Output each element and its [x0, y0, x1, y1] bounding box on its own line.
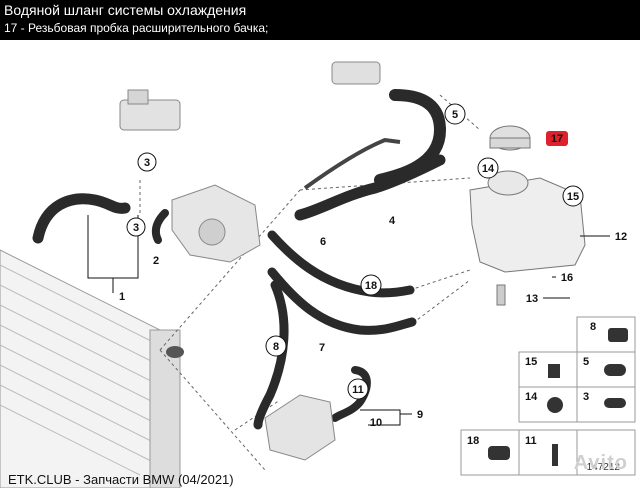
label-4: 4 — [389, 215, 396, 227]
legend-15: 15 — [525, 356, 537, 368]
hose-8 — [253, 280, 289, 430]
label-10: 10 — [370, 417, 382, 429]
hose-2 — [151, 209, 169, 244]
thermostat-housing — [119, 89, 181, 131]
bracket-9-10 — [360, 409, 412, 426]
label-16: 16 — [561, 272, 573, 284]
footer-credit: ETK.CLUB - Запчасти BMW (04/2021) — [8, 472, 234, 487]
callout-3b: 3 — [133, 222, 139, 234]
legend-icons — [488, 328, 628, 466]
legend-3: 3 — [583, 391, 589, 403]
diagram-number: 147212 — [587, 462, 621, 473]
callout-11: 11 — [352, 384, 364, 396]
hose-4-thin — [303, 137, 401, 190]
label-6: 6 — [320, 236, 326, 248]
bottom-housing — [264, 394, 336, 461]
page-subtitle: 17 - Резьбовая пробка расширительного ба… — [4, 21, 269, 35]
cap-17 — [489, 125, 531, 151]
callout-3a: 3 — [144, 157, 150, 169]
hose-11 — [331, 366, 371, 422]
legend-8: 8 — [590, 321, 596, 333]
callout-17: 17 — [551, 133, 563, 145]
hose-7 — [267, 267, 417, 335]
label-1: 1 — [119, 291, 125, 303]
label-12: 12 — [615, 231, 627, 243]
callout-18: 18 — [365, 280, 377, 292]
radiator — [0, 249, 184, 488]
label-7: 7 — [319, 342, 325, 354]
callouts: 3 3 5 14 15 18 8 11 17 — [126, 103, 584, 400]
connector-5-top — [331, 61, 381, 85]
hose-6 — [267, 230, 415, 298]
bracket-1 — [87, 215, 139, 293]
label-13: 13 — [526, 293, 538, 305]
label-2: 2 — [153, 255, 159, 267]
bracket-12-13 — [543, 235, 610, 299]
header-bar: Водяной шланг системы охлаждения 17 - Ре… — [0, 0, 640, 40]
callout-14: 14 — [482, 163, 495, 175]
legend-11: 11 — [525, 435, 537, 447]
callout-15: 15 — [567, 191, 579, 203]
callout-5: 5 — [452, 109, 458, 121]
legend-14: 14 — [525, 391, 538, 403]
water-pump — [171, 184, 261, 263]
label-9: 9 — [417, 409, 423, 421]
page-title: Водяной шланг системы охлаждения — [4, 2, 247, 18]
legend-18: 18 — [467, 435, 479, 447]
legend-5: 5 — [583, 356, 589, 368]
callout-8: 8 — [273, 341, 279, 353]
watermark: Avito — [573, 452, 628, 474]
hose-4 — [294, 154, 446, 221]
expansion-tank — [469, 170, 586, 306]
hose-1 — [32, 193, 131, 244]
